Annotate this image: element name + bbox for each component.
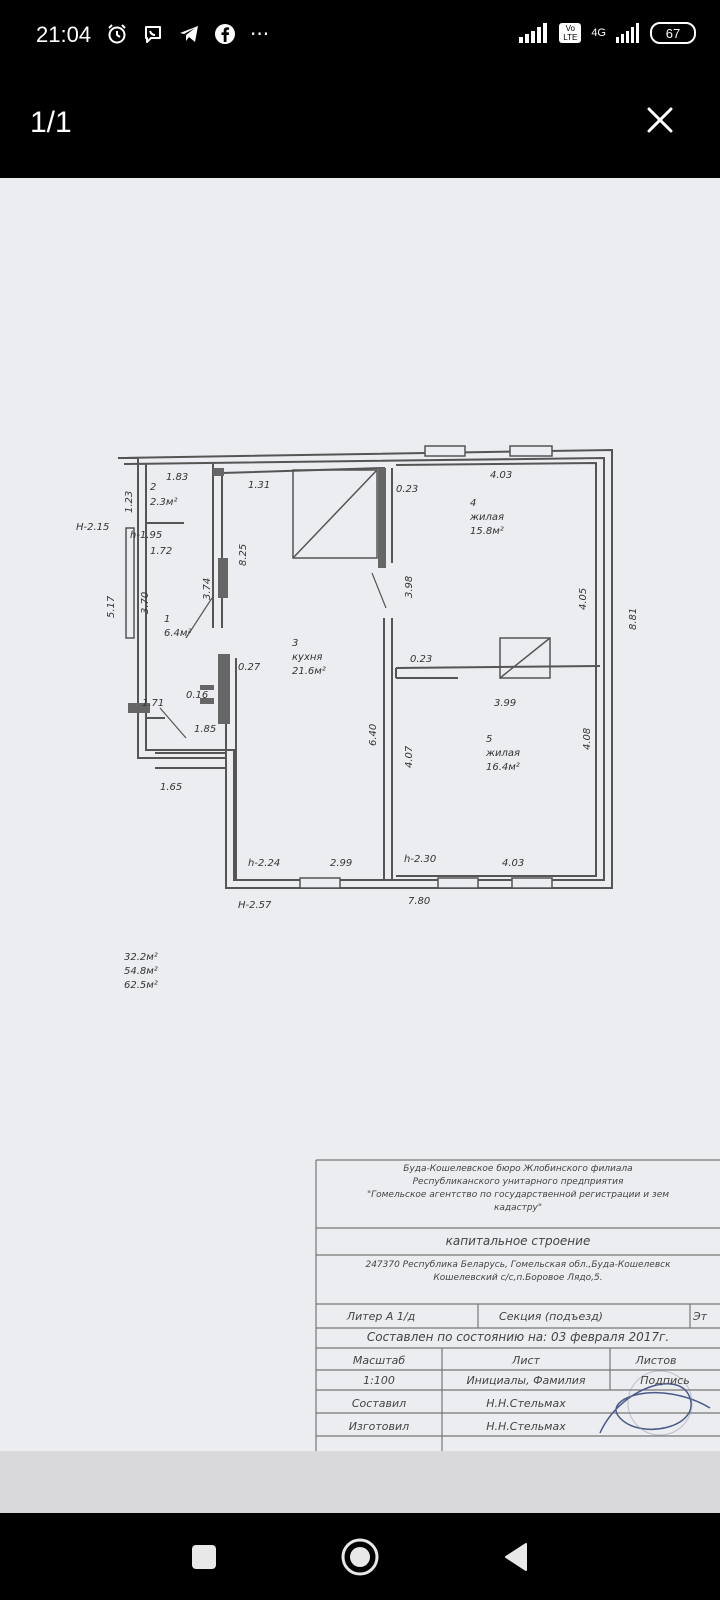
height-label: h-2.30 — [404, 854, 437, 865]
dim-label: 3.99 — [494, 698, 517, 709]
dim-label: 2.99 — [330, 858, 353, 869]
total-area-2: 54.8м² — [124, 966, 158, 977]
home-button[interactable] — [338, 1535, 382, 1579]
stamp-org-line: Республиканского унитарного предприятия — [412, 1177, 624, 1187]
floor-plan-drawing — [117, 445, 720, 1451]
status-time: 21:04 — [36, 22, 92, 47]
stamp-sheet-label: Лист — [512, 1354, 540, 1367]
stamp-address-line: 247370 Республика Беларусь, Гомельская о… — [365, 1260, 671, 1270]
dim-label: 0.27 — [238, 662, 261, 673]
dim-label: 4.03 — [502, 858, 525, 869]
battery-icon: 67 — [650, 22, 696, 44]
network-type: 4G — [591, 27, 606, 39]
battery-level: 67 — [665, 25, 681, 41]
dim-label: 4.05 — [578, 587, 589, 610]
stamp-signature-label: Подпись — [640, 1374, 690, 1387]
stamp-initials-label: Инициалы, Фамилия — [466, 1374, 586, 1387]
height-label: Н-2.15 — [76, 522, 110, 533]
room-2-number: 2 — [150, 482, 157, 493]
dim-label: 8.81 — [628, 607, 639, 630]
stamp-compiled-name: Н.Н.Стельмах — [486, 1397, 566, 1410]
stamp-sheets-label: Листов — [635, 1354, 677, 1367]
room-4-number: 4 — [470, 498, 477, 509]
dim-label: 1.65 — [160, 782, 183, 793]
room-1-area: 6.4м² — [164, 628, 192, 639]
dim-label: 5.17 — [106, 595, 117, 618]
total-area-1: 32.2м² — [124, 952, 158, 963]
room-3-name: кухня — [292, 652, 323, 663]
dim-label: 1.72 — [150, 546, 173, 557]
dim-label: 1.23 — [124, 490, 135, 513]
dim-label: 3.98 — [404, 575, 415, 598]
stamp-org-line: кадастру" — [493, 1203, 543, 1213]
stamp-address-line: Кошелевский с/с,п.Боровое Лядо,5. — [433, 1273, 603, 1283]
back-button[interactable] — [494, 1535, 538, 1579]
system-icons: Vo LTE 4G 67 — [519, 22, 696, 44]
square-icon — [192, 1545, 216, 1569]
title-block: Буда-Кошелевское бюро Жлобинского филиал… — [316, 1160, 720, 1450]
more-notifications-icon: ··· — [250, 22, 270, 46]
dim-label: 0.16 — [186, 690, 209, 701]
room-1-number: 1 — [164, 614, 171, 625]
stamp-building-type: капитальное строение — [445, 1234, 591, 1248]
system-navigation-bar — [0, 1513, 720, 1600]
stamp-made-label: Изготовил — [348, 1420, 410, 1433]
recents-button[interactable] — [182, 1535, 226, 1579]
close-icon — [647, 107, 673, 133]
dim-label: 4.08 — [582, 727, 593, 750]
stamp-compiled-label: Составил — [351, 1397, 407, 1410]
facebook-icon — [215, 24, 235, 44]
stamp-org-line: "Гомельское агентство по государственной… — [366, 1190, 670, 1200]
room-3-number: 3 — [292, 638, 299, 649]
room-5-area: 16.4м² — [486, 762, 520, 773]
dim-label: 0.23 — [396, 484, 419, 495]
home-circle-icon — [341, 1538, 379, 1576]
image-counter: 1/1 — [30, 106, 72, 139]
height-label: h-2.24 — [248, 858, 281, 869]
telegram-icon — [180, 26, 198, 42]
height-label: Н-2.57 — [238, 900, 272, 911]
alarm-icon — [108, 24, 126, 44]
status-bar: 21:04 ··· Vo LTE 4G 67 — [0, 0, 720, 62]
dim-label: 6.40 — [368, 723, 379, 746]
dim-label: 0.23 — [410, 654, 433, 665]
dim-label: 7.80 — [408, 896, 431, 907]
room-5-name: жилая — [486, 748, 521, 759]
dim-label: 8.25 — [238, 543, 249, 566]
dim-label: 3.74 — [202, 577, 213, 600]
signal-icon — [519, 23, 548, 43]
stamp-org-line: Буда-Кошелевское бюро Жлобинского филиал… — [403, 1164, 633, 1174]
stamp-liter: Литер А 1/д — [346, 1310, 416, 1323]
room-5-number: 5 — [486, 734, 493, 745]
room-4-area: 15.8м² — [470, 526, 504, 537]
stamp-scale-value: 1:100 — [363, 1374, 395, 1387]
viewer-bottom-area — [0, 1451, 720, 1513]
room-4-name: жилая — [470, 512, 505, 523]
height-label: h-1.95 — [130, 530, 163, 541]
floor-plan-photo: 2 1.83 2.3м² 1.23 Н-2.15 h-1.95 1.72 5.1… — [0, 178, 720, 1451]
dim-label: 4.07 — [404, 745, 415, 768]
signal-icon-2 — [616, 23, 639, 43]
dim-label: 4.03 — [490, 470, 513, 481]
viber-icon — [145, 26, 161, 43]
viewer-toolbar: 1/1 — [0, 62, 720, 178]
room-2-area: 2.3м² — [150, 497, 178, 508]
volte-badge: Vo LTE — [559, 23, 582, 43]
dim-label: 1.85 — [194, 724, 217, 735]
dim-label: 1.31 — [248, 480, 271, 491]
stamp-made-name: Н.Н.Стельмах — [486, 1420, 566, 1433]
total-area-3: 62.5м² — [124, 980, 158, 991]
notification-icons: ··· — [106, 22, 269, 46]
stamp-section: Секция (подъезд) — [499, 1310, 603, 1323]
dim-label: 3.70 — [140, 591, 151, 614]
stamp-floor: Эт — [692, 1310, 708, 1323]
dim-label: 1.71 — [142, 698, 165, 709]
stamp-scale-label: Масштаб — [352, 1354, 406, 1367]
close-button[interactable] — [640, 100, 680, 140]
stamp-date: Составлен по состоянию на: 03 февраля 20… — [366, 1330, 670, 1344]
room-3-area: 21.6м² — [292, 666, 326, 677]
image-viewer[interactable]: 2 1.83 2.3м² 1.23 Н-2.15 h-1.95 1.72 5.1… — [0, 178, 720, 1451]
back-triangle-icon — [505, 1543, 527, 1571]
dim-label: 1.83 — [166, 472, 189, 483]
